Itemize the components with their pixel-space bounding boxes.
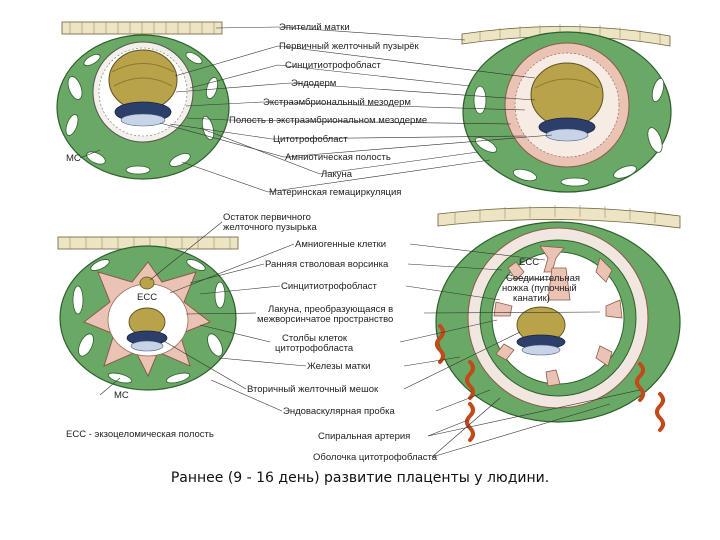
label-cytotrophoblast-shell: Оболочка цитотрофобласта (313, 452, 438, 463)
label-cavity-mesoderm: Полость в экстраэмбриональном мезодерме (229, 115, 427, 126)
label-lacuna-intervillous-2: межворсинчатое пространство (257, 314, 393, 325)
embryo-bottom-right (435, 205, 681, 442)
label-amniogenic-cells: Амниогенные клетки (295, 239, 386, 250)
figure-caption: Раннее (9 - 16 день) развитие плаценты у… (170, 470, 550, 486)
label-secondary-yolk-sac: Вторичный желточный мешок (247, 384, 379, 395)
label-ms-bottom: МС (114, 390, 129, 401)
label-cytotrophoblast-columns-2: цитотрофобласта (275, 343, 354, 354)
label-cytotrophoblast-columns-1: Столбы клеток (282, 333, 348, 344)
label-connecting-stalk-1: Соединительная (506, 273, 580, 284)
label-ms-top: МС (66, 153, 81, 164)
label-connecting-stalk-3: канатик) (513, 293, 550, 304)
label-uterine-glands: Железы матки (307, 361, 371, 372)
label-syncytiotrophoblast-top: Синцитиотрофобласт (285, 60, 382, 71)
label-primary-yolk-sac: Первичный желточный пузырёк (279, 41, 420, 52)
label-spiral-artery: Спиральная артерия (318, 431, 410, 442)
label-ecc-top-right: ЕСС (519, 257, 539, 268)
label-connecting-stalk-2: ножка (пупочный (502, 283, 577, 294)
label-ecc-legend: ЕСС - экзоцеломическая полость (66, 429, 214, 440)
label-remnant-primary-sac-1: Остаток первичного (223, 212, 311, 223)
label-cytotrophoblast: Цитотрофобласт (273, 134, 348, 145)
label-endoderm: Эндодерм (291, 78, 336, 89)
embryo-top-left (56, 21, 230, 180)
embryo-top-right (461, 24, 672, 193)
leader-lines (79, 26, 641, 458)
label-early-stem-villus: Ранняя стволовая ворсинка (265, 259, 389, 270)
label-ecc-bottom-left: ЕСС (137, 292, 157, 303)
label-extraembryonic-mesoderm: Экстраэмбриональный мезодерм (263, 97, 411, 108)
label-epithelium: Эпителий матки (279, 22, 350, 33)
label-amniotic-cavity: Амниотическая полость (285, 152, 391, 163)
label-lacuna-intervillous-1: Лакуна, преобразующаяся в (268, 304, 393, 315)
label-endovascular-plug: Эндоваскулярная пробка (283, 406, 395, 417)
diagram-labels: Эпителий матки Первичный желточный пузыр… (66, 22, 580, 463)
embryo-bottom-left (57, 236, 239, 391)
label-lacuna: Лакуна (321, 169, 353, 180)
label-syncytiotrophoblast-bottom: Синцитиотрофобласт (281, 281, 378, 292)
label-remnant-primary-sac-2: желточного пузырька (223, 222, 318, 233)
label-maternal-circulation: Материнская гемациркуляция (269, 187, 401, 198)
